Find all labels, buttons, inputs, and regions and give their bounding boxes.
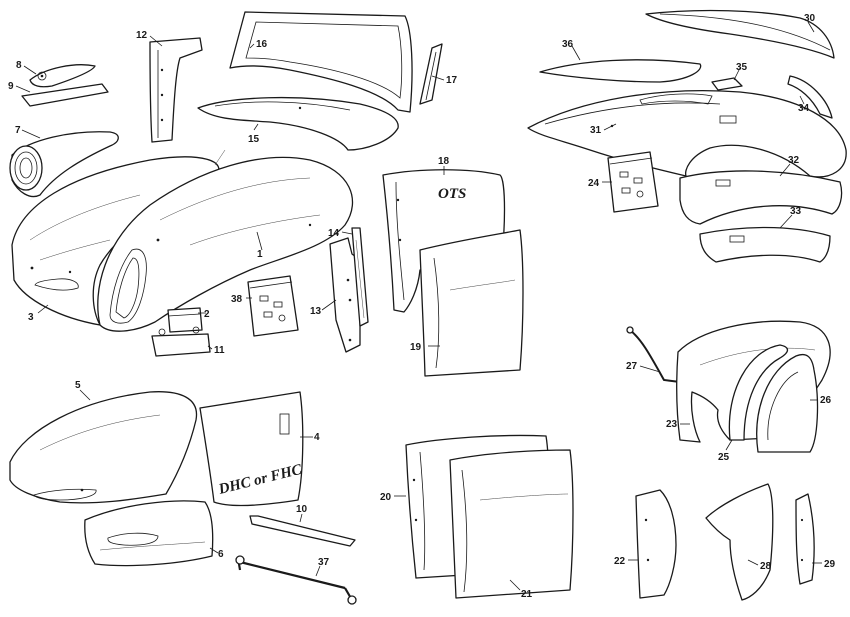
part-22-panel <box>635 489 677 599</box>
callout-29: 29 <box>824 559 836 570</box>
callout-9: 9 <box>8 81 14 92</box>
part-5-rear-wing <box>9 391 198 504</box>
leader-lines <box>15 21 822 591</box>
callout-35: 35 <box>736 62 748 73</box>
callout-5: 5 <box>75 380 81 391</box>
part-17-strip <box>419 43 443 105</box>
part-21-sill-skin <box>449 449 574 599</box>
part-33-valance-strip <box>699 226 831 263</box>
callout-14: 14 <box>328 228 340 239</box>
callout-1: 1 <box>257 249 263 260</box>
callout-32: 32 <box>788 155 800 166</box>
part-36-panel <box>539 59 702 83</box>
part-30-boot-lid <box>645 9 835 59</box>
callout-17: 17 <box>446 75 458 86</box>
part-19-door-skin <box>419 229 524 377</box>
part-34-bracket <box>787 75 833 119</box>
callout-36: 36 <box>562 39 574 50</box>
part-16-windscreen-frame <box>229 11 413 113</box>
callout-33: 33 <box>790 206 802 217</box>
callout-10: 10 <box>296 504 308 515</box>
part-8-scoop <box>29 64 96 88</box>
part-32-lower-panel <box>679 170 843 225</box>
callout-26: 26 <box>820 395 832 406</box>
callout-6: 6 <box>218 549 224 560</box>
callout-31: 31 <box>590 125 602 136</box>
part-7-headlamp-nacelle <box>9 131 119 198</box>
callout-13: 13 <box>310 306 322 317</box>
callout-25: 25 <box>718 452 730 463</box>
callout-30: 30 <box>804 13 816 24</box>
part-11-surround <box>151 326 211 357</box>
callout-4: 4 <box>314 432 320 443</box>
callout-37: 37 <box>318 557 330 568</box>
part-13-bracket <box>329 237 361 353</box>
part-29-strip-panel <box>795 493 815 585</box>
part-35-badge <box>711 77 743 91</box>
part-37-rod <box>235 555 357 605</box>
ots-label: OTS <box>438 186 466 202</box>
callout-labels: 1 2 3 4 5 6 7 8 9 10 11 12 13 14 15 16 1… <box>8 13 836 600</box>
part-26-arch-panel <box>756 353 819 453</box>
part-15-scuttle <box>197 96 399 151</box>
part-12-bracket <box>149 37 203 143</box>
callout-21: 21 <box>521 589 533 600</box>
callout-12: 12 <box>136 30 148 41</box>
callout-27: 27 <box>626 361 638 372</box>
callout-28: 28 <box>760 561 772 572</box>
part-10-strip <box>249 515 356 547</box>
callout-18: 18 <box>438 156 450 167</box>
part-2-panel <box>167 307 203 333</box>
callout-8: 8 <box>16 60 22 71</box>
callout-20: 20 <box>380 492 392 503</box>
callout-23: 23 <box>666 419 678 430</box>
callout-2: 2 <box>204 309 210 320</box>
callout-22: 22 <box>614 556 626 567</box>
callout-3: 3 <box>28 312 34 323</box>
callout-15: 15 <box>248 134 260 145</box>
callout-19: 19 <box>410 342 422 353</box>
callout-34: 34 <box>798 103 810 114</box>
part-4-panel-dhc-fhc: DHC or FHC <box>199 391 304 507</box>
part-27-rod <box>626 326 681 383</box>
callout-7: 7 <box>15 125 21 136</box>
callout-38: 38 <box>231 294 243 305</box>
part-9-plate <box>21 83 109 107</box>
callout-16: 16 <box>256 39 268 50</box>
callout-24: 24 <box>588 178 600 189</box>
part-14-strip <box>351 227 369 327</box>
part-28-panel <box>705 483 774 601</box>
part-38-fixing-kit <box>247 275 299 337</box>
part-1-bonnet <box>97 149 354 332</box>
part-25-arch <box>728 344 789 441</box>
part-24-fixing-kit <box>607 151 659 213</box>
callout-11: 11 <box>214 345 225 356</box>
part-6-valance <box>84 500 214 567</box>
